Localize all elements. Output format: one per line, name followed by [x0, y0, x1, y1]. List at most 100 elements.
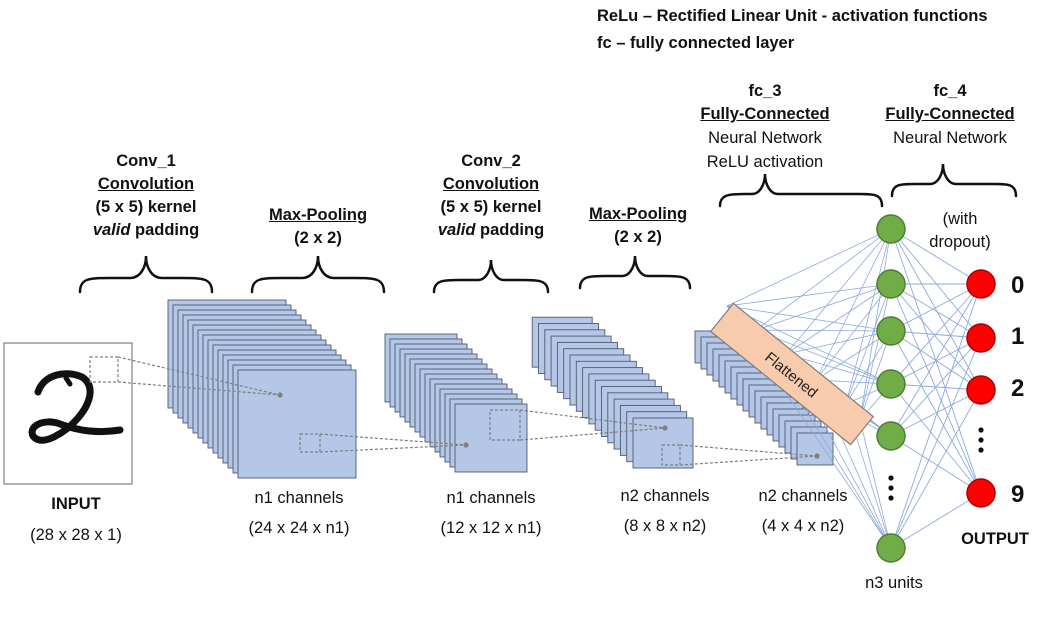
flattened-bar	[709, 302, 875, 446]
stack4-channels: n2 channels	[758, 487, 848, 505]
fc4-connection	[890, 283, 982, 437]
output-digit-0: 0	[1011, 272, 1025, 299]
stack2-channels: n1 channels	[446, 489, 536, 507]
projection-line	[679, 455, 818, 466]
fc3-connection	[859, 419, 892, 549]
fc4-dropout-line1: (with	[942, 210, 978, 228]
fc3-connection	[815, 228, 892, 381]
hidden-node	[876, 369, 906, 399]
fc3-connection	[755, 329, 892, 385]
conv2-kernel: (5 x 5) kernel	[440, 198, 542, 216]
hidden-node	[876, 214, 906, 244]
fc4-dropout-line2: dropout)	[929, 233, 991, 251]
input-title: INPUT	[51, 495, 101, 513]
stack4-map	[796, 432, 834, 466]
ellipsis-dot	[888, 495, 894, 501]
fc3-connection	[726, 228, 892, 307]
fc4-connection	[890, 435, 982, 494]
stack2-dims: (12 x 12 x n1)	[440, 519, 542, 537]
projection-dot	[463, 442, 469, 448]
fc3-connection	[726, 305, 892, 332]
fc4-connection	[890, 389, 982, 549]
fc3-connection	[785, 353, 892, 385]
fc3-connection	[859, 228, 892, 421]
brace-pool1	[250, 255, 386, 294]
legend-relu: ReLu – Rectified Linear Unit - activatio…	[597, 7, 988, 25]
fc4-connection	[890, 283, 982, 549]
brace-fc4	[890, 163, 1018, 198]
input-image-frame	[3, 342, 133, 485]
brace-fc3	[718, 173, 884, 208]
ellipsis-dot	[978, 437, 984, 443]
output-digit-1: 1	[1011, 323, 1025, 350]
conv1-padding: valid padding	[93, 219, 199, 242]
fc3-name: fc_3	[748, 82, 782, 100]
fc4-connection	[890, 228, 982, 285]
projection-line	[117, 381, 281, 396]
stack1-map	[237, 369, 357, 479]
conv2-padding-word: valid	[437, 221, 476, 239]
receptive-field-box	[299, 433, 321, 453]
fc3-connection	[845, 283, 892, 405]
hidden-node	[876, 269, 906, 299]
output-title: OUTPUT	[961, 530, 1029, 548]
projection-line	[679, 444, 818, 457]
stack3-map	[632, 417, 694, 469]
fc3-type: Fully-Connected	[700, 105, 830, 123]
projection-line	[319, 444, 467, 453]
fc3-connection	[785, 228, 892, 355]
output-node	[966, 269, 996, 299]
input-digit-image	[28, 370, 124, 444]
fc3-connection	[755, 228, 892, 331]
projection-dot	[814, 453, 820, 459]
stack3-feature-maps	[531, 316, 694, 469]
brace-conv1	[78, 255, 214, 294]
fc4-connection	[890, 383, 982, 494]
fc4-connection	[890, 330, 982, 494]
conv1-padding-rest: padding	[130, 221, 200, 239]
stack1-channels: n1 channels	[254, 489, 344, 507]
pool1-type: Max-Pooling	[268, 206, 368, 224]
fc3-connection	[859, 283, 892, 421]
stack2-feature-maps	[384, 333, 528, 473]
fc3-connection	[726, 283, 892, 307]
fc4-connection	[890, 228, 982, 339]
projection-line	[319, 433, 467, 446]
fc4-connection	[890, 337, 982, 437]
fc3-connection	[815, 283, 892, 381]
projection-line	[519, 409, 666, 429]
fc4-line1: Neural Network	[893, 129, 1007, 147]
receptive-field-box	[661, 444, 681, 466]
stack1-dims: (24 x 24 x n1)	[248, 519, 350, 537]
conv1-kernel: (5 x 5) kernel	[95, 198, 197, 216]
fc3-connection	[755, 329, 892, 332]
brace-conv2	[432, 259, 550, 294]
fc3-line1: Neural Network	[708, 129, 822, 147]
brace-pool2	[578, 255, 692, 290]
fc4-type: Fully-Connected	[885, 105, 1015, 123]
output-node	[966, 375, 996, 405]
pool2-size: (2 x 2)	[614, 228, 662, 246]
stack3-channels: n2 channels	[620, 487, 710, 505]
fc4-name: fc_4	[933, 82, 967, 100]
stack1-feature-maps	[167, 299, 357, 479]
pool2-type: Max-Pooling	[588, 205, 688, 223]
hidden-node	[876, 316, 906, 346]
output-digit-9: 9	[1011, 481, 1025, 508]
input-receptive-field	[89, 356, 119, 383]
input-dims: (28 x 28 x 1)	[30, 526, 122, 544]
stack4-feature-maps	[694, 330, 834, 466]
stack2-map	[454, 403, 528, 473]
conv1-name: Conv_1	[116, 152, 176, 170]
fc3-connection	[785, 283, 892, 355]
fc3-connection	[859, 330, 892, 421]
receptive-field-box	[489, 409, 521, 441]
fc4-connection	[890, 492, 982, 549]
ellipsis-dot	[888, 485, 894, 491]
conv2-name: Conv_2	[461, 152, 521, 170]
fc4-connection	[890, 283, 982, 494]
pool1-size: (2 x 2)	[294, 229, 342, 247]
stack4-dims: (4 x 4 x n2)	[761, 517, 845, 535]
